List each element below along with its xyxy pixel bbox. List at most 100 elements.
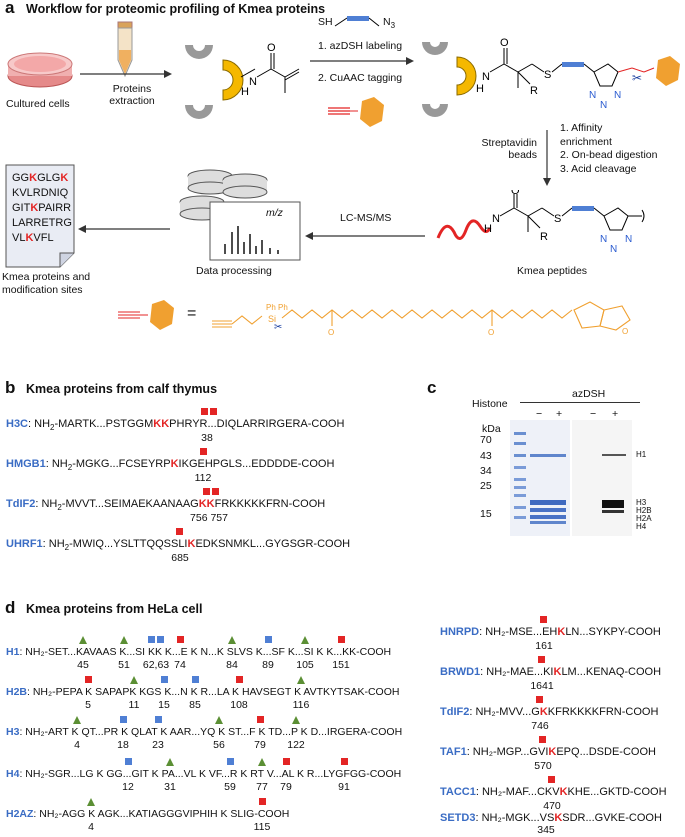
- lcms-label: LC-MS/MS: [340, 212, 392, 224]
- arrow-4: [78, 225, 170, 233]
- step-1-label: 1. azDSH labeling: [318, 40, 403, 52]
- site-number: 116: [292, 699, 310, 711]
- svg-text:N: N: [600, 100, 607, 111]
- arrow-2: [310, 57, 414, 65]
- mod-marker: [215, 716, 223, 724]
- seq-row-d-taf1: TAF1: NH₂-MGP...GVIKEPQ...DSDE-COOH: [440, 746, 656, 758]
- site-number: 570: [534, 760, 552, 772]
- mod-marker: [212, 488, 219, 495]
- mod-marker: [265, 636, 272, 643]
- result-document-icon: [5, 164, 75, 268]
- svg-text:O: O: [488, 328, 494, 337]
- site-number: 74: [174, 659, 186, 671]
- site-number: 23: [152, 739, 164, 751]
- mod-marker: [79, 636, 87, 644]
- svg-text:S: S: [544, 69, 551, 81]
- svg-text:O: O: [511, 190, 520, 197]
- mod-marker: [236, 676, 243, 683]
- svg-text:N: N: [610, 244, 617, 255]
- site-number: 38: [201, 432, 213, 444]
- band-h4: H4: [636, 522, 647, 531]
- site-number: 1641: [530, 680, 554, 692]
- mz-label: m/z: [266, 207, 283, 219]
- band-h2b: H2B: [636, 506, 652, 515]
- band-h2a: H2A: [636, 514, 652, 523]
- site-number: 105: [296, 659, 314, 671]
- svg-text:O: O: [267, 42, 276, 54]
- site-number: 470: [543, 800, 561, 812]
- site-number: 5: [85, 699, 91, 711]
- site-number: 115: [253, 821, 271, 833]
- mod-marker: [297, 676, 305, 684]
- seq-row-d-hnrpd: HNRPD: NH₂-MSE...EHKLN...SYKPY-COOH: [440, 626, 661, 638]
- panel-d-letter: d: [5, 598, 16, 617]
- svg-text:N: N: [249, 76, 257, 88]
- step-2-label: 2. CuAAC tagging: [318, 72, 403, 84]
- svg-text:H: H: [241, 86, 249, 98]
- svg-text:R: R: [540, 231, 548, 243]
- site-number: 84: [226, 659, 238, 671]
- mod-marker: [192, 676, 199, 683]
- svg-text:Ph Ph: Ph Ph: [266, 303, 288, 312]
- mod-marker: [548, 776, 555, 783]
- svg-text:N: N: [589, 90, 596, 101]
- mod-marker: [148, 636, 155, 643]
- site-number: 51: [118, 659, 130, 671]
- result-document-text: GGKGLGK KVLRDNIQ GITKPAIRR LARRETRG VLKV…: [12, 172, 72, 244]
- arrow-1: [80, 70, 172, 78]
- svg-text:O: O: [328, 328, 334, 337]
- arrow-down: [543, 130, 551, 186]
- mod-marker: [259, 798, 266, 805]
- mod-marker: [538, 656, 545, 663]
- histone-label: Histone: [472, 398, 508, 410]
- site-number: 15: [158, 699, 170, 711]
- alkyne-biotin-tag-icon: [328, 97, 384, 127]
- site-number: 685: [171, 552, 189, 564]
- seq-row-d-tdif2: TdIF2: NH₂-MVV...GKKFRKKKKFRN-COOH: [440, 706, 659, 718]
- tube-icon: [117, 21, 133, 78]
- site-number: 4: [88, 821, 94, 833]
- lane-sign: +: [556, 408, 563, 420]
- mod-marker: [155, 716, 162, 723]
- band-h1: H1: [636, 450, 647, 459]
- marker-25: 25: [480, 480, 492, 492]
- mod-marker: [201, 408, 208, 415]
- mod-marker: [130, 676, 138, 684]
- mod-marker: [301, 636, 309, 644]
- mod-marker: [177, 636, 184, 643]
- mod-marker: [157, 636, 164, 643]
- site-number: 746: [531, 720, 549, 732]
- seq-row-d-h2b: H2B: NH₂-PEPA K SAPAPK KGS K...N K R...L…: [6, 686, 400, 698]
- mod-marker: [203, 488, 210, 495]
- mod-marker: [539, 736, 546, 743]
- site-number: 151: [332, 659, 350, 671]
- marker-15: 15: [480, 508, 492, 520]
- svg-text:N: N: [482, 71, 490, 83]
- mod-marker: [73, 716, 81, 724]
- band-h3: H3: [636, 498, 647, 507]
- mod-marker: [176, 528, 183, 535]
- panel-b-letter: b: [5, 378, 16, 397]
- equals-sign: =: [187, 305, 197, 322]
- petri-dish-icon: [7, 52, 73, 88]
- mod-marker: [120, 636, 128, 644]
- site-number: 79: [254, 739, 266, 751]
- kmea-peptides-label: Kmea peptides: [517, 265, 588, 277]
- mod-marker: [87, 798, 95, 806]
- site-number: 12: [122, 781, 134, 793]
- mod-marker: [338, 636, 345, 643]
- seq-row-d-h3: H3: NH₂-ART K QT...PR K QLAT K AAR...YQ …: [6, 726, 403, 738]
- seq-row-d-h4: H4: NH₂-SGR...LG K GG...GIT K PA...VL K …: [6, 768, 402, 780]
- marker-70: 70: [480, 434, 492, 446]
- site-number: 122: [287, 739, 305, 751]
- fluorescence-gel: [572, 420, 632, 536]
- svg-text:N: N: [614, 90, 621, 101]
- site-number: 89: [262, 659, 274, 671]
- marker-34: 34: [480, 465, 492, 477]
- svg-text:N: N: [492, 213, 500, 225]
- svg-text:S: S: [554, 213, 561, 225]
- mod-marker: [341, 758, 348, 765]
